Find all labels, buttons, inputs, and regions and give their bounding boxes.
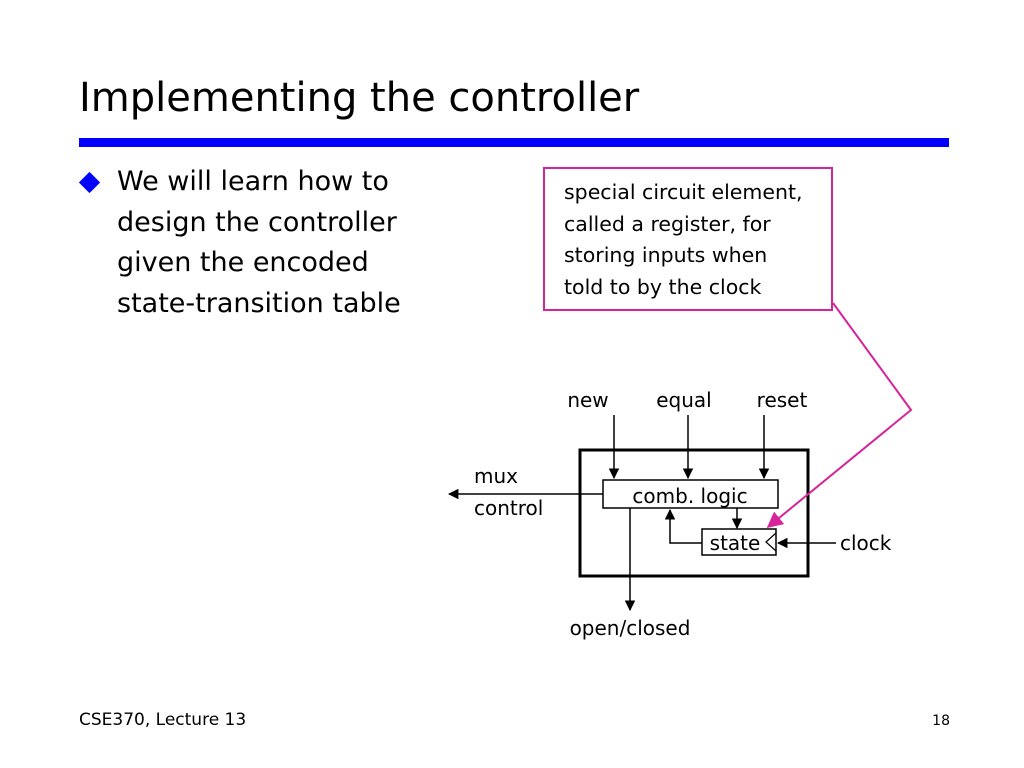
comb-logic-label: comb. logic [632, 484, 747, 508]
register-callout-box: special circuit element, called a regist… [543, 167, 833, 311]
clock-label: clock [840, 531, 892, 555]
register-callout-text: special circuit element, called a regist… [564, 180, 803, 299]
slide-title: Implementing the controller [79, 75, 640, 121]
state-feedback-arrow [664, 508, 702, 544]
input-label-reset: reset [757, 388, 808, 412]
input-label-new: new [567, 388, 608, 412]
title-underline [79, 138, 949, 147]
input-label-equal: equal [656, 388, 712, 412]
footer-page-number: 18 [932, 713, 950, 729]
control-label: control [474, 496, 543, 520]
controller-box [578, 448, 810, 578]
state-label: state [710, 531, 761, 555]
callout-pointer-arrow [766, 302, 913, 529]
footer-course: CSE370, Lecture 13 [79, 710, 247, 730]
clock-edge-triangle [765, 532, 777, 552]
open-closed-label: open/closed [570, 616, 691, 640]
bullet-text: We will learn how to design the controll… [117, 166, 401, 319]
mux-label: mux [474, 464, 518, 488]
